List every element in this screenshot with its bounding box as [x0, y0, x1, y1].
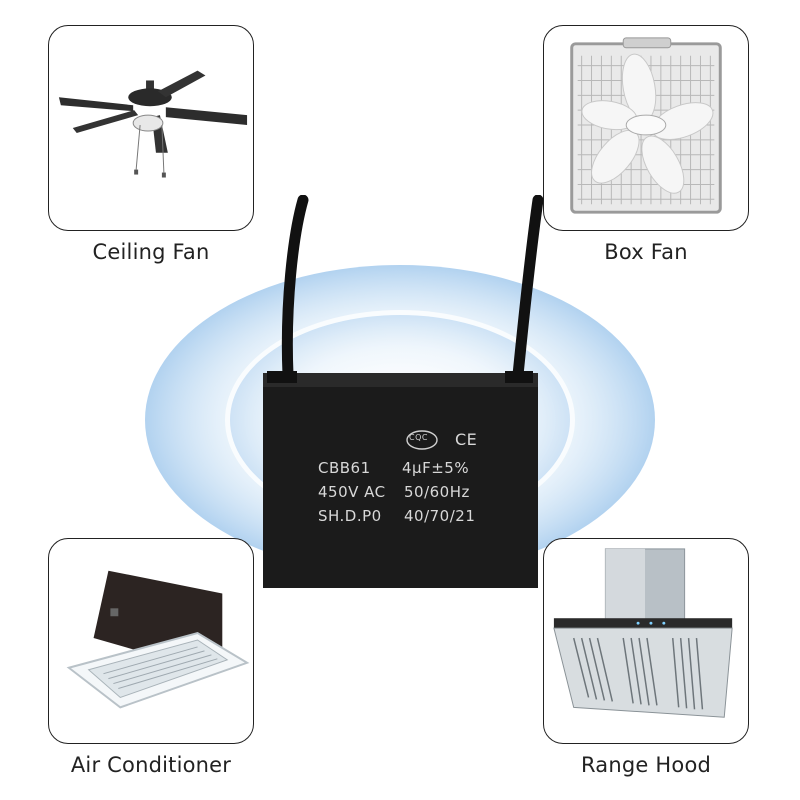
box-fan-card: [543, 25, 749, 231]
ceiling-fan-card: [48, 25, 254, 231]
voltage-text: 450V AC: [318, 483, 386, 501]
cert-mark: CQC: [409, 433, 428, 442]
range-hood-label: Range Hood: [580, 753, 712, 777]
capacitance-text: 4µF±5%: [402, 459, 470, 477]
capacitor-image: [263, 195, 544, 588]
ceiling-fan-image: [58, 70, 248, 178]
range-hood-card: [543, 538, 749, 744]
box-fan-image: [570, 37, 722, 214]
ce-mark: CE: [455, 430, 478, 449]
air-conditioner-image: [66, 570, 250, 709]
air-conditioner-label: Air Conditioner: [70, 753, 232, 777]
climatic-text: 40/70/21: [404, 507, 476, 525]
frequency-text: 50/60Hz: [404, 483, 470, 501]
range-hood-image: [553, 548, 733, 718]
air-conditioner-card: [48, 538, 254, 744]
class-text: SH.D.P0: [318, 507, 382, 525]
model-text: CBB61: [318, 459, 371, 477]
box-fan-label: Box Fan: [604, 240, 688, 264]
ceiling-fan-label: Ceiling Fan: [92, 240, 210, 264]
